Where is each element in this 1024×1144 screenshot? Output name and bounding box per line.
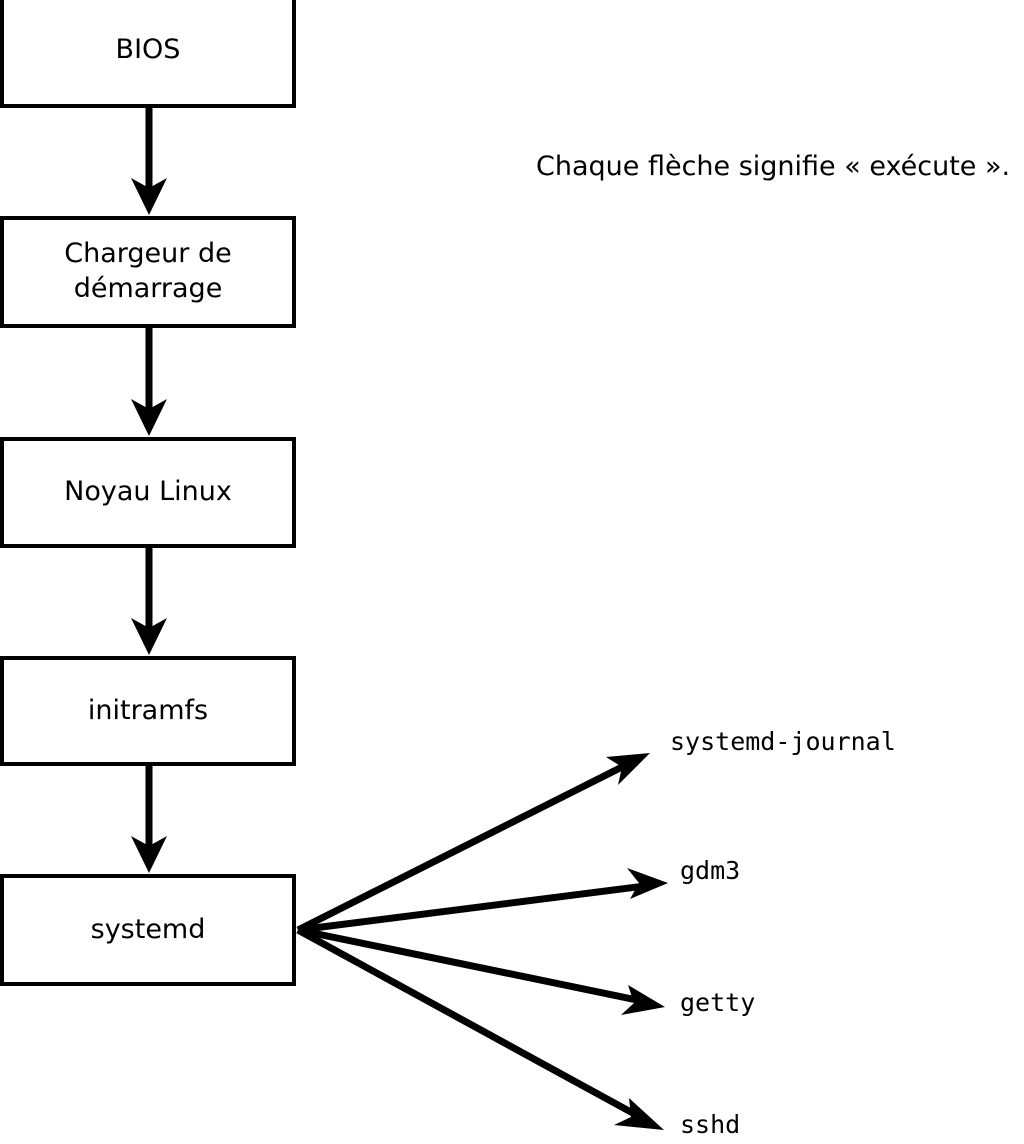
arrow-systemd-to-sshd — [296, 926, 664, 1130]
node-initramfs-label: initramfs — [87, 694, 209, 726]
service-label-gdm3[interactable]: gdm3 — [680, 856, 741, 885]
node-systemd[interactable]: systemd — [0, 874, 296, 986]
node-bios-label: BIOS — [115, 33, 181, 65]
arrow-initramfs-to-systemd — [131, 766, 167, 873]
arrow-meaning-annotation: Chaque flèche signifie « exécute ». — [536, 151, 1011, 182]
service-label-sshd[interactable]: sshd — [680, 1110, 741, 1139]
arrow-kernel-to-initramfs — [131, 548, 167, 655]
node-bios[interactable]: BIOS — [0, 0, 296, 108]
service-label-systemd-journal[interactable]: systemd-journal — [670, 727, 896, 756]
arrow-bios-to-bootloader — [131, 108, 167, 215]
arrow-systemd-to-getty — [297, 926, 665, 1015]
node-kernel-label: Noyau Linux — [64, 476, 232, 508]
service-label-getty[interactable]: getty — [680, 988, 756, 1017]
node-systemd-label: systemd — [90, 913, 206, 945]
node-bootloader-label: Chargeur de démarrage — [64, 238, 232, 304]
arrow-systemd-to-gdm3 — [297, 868, 668, 934]
node-initramfs[interactable]: initramfs — [0, 656, 296, 766]
arrow-bootloader-to-kernel — [131, 328, 167, 436]
node-kernel[interactable]: Noyau Linux — [0, 437, 296, 548]
arrow-systemd-to-systemd-journal — [296, 753, 650, 934]
node-bootloader[interactable]: Chargeur de démarrage — [0, 216, 296, 328]
